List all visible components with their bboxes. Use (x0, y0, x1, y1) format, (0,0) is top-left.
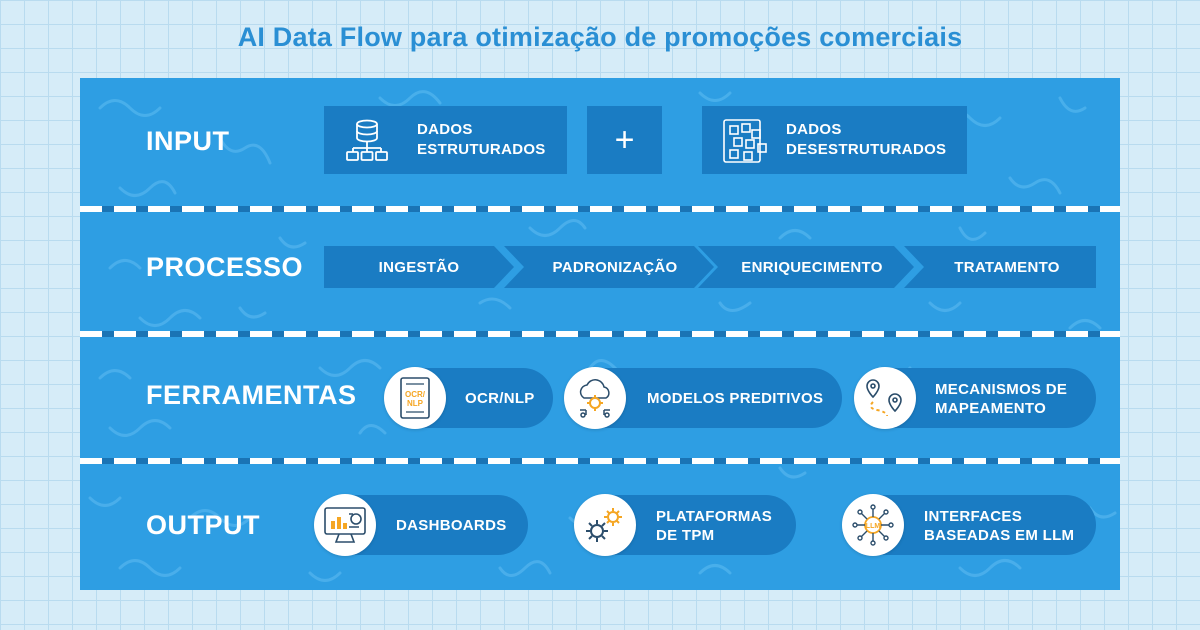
cloud-gear-icon (564, 367, 626, 429)
tool-mapping-engines-line1: MECANISMOS DE (935, 381, 1068, 398)
flow-panel: INPUT DADOS ESTRUTURADOS + (80, 78, 1120, 590)
input-unstructured-data: DADOS DESESTRUTURADOS (702, 106, 967, 174)
process-step-tratamento: TRATAMENTO (904, 246, 1096, 288)
output-llm-interfaces-line2: BASEADAS EM LLM (924, 527, 1075, 544)
output-tpm-platforms-line2: DE TPM (656, 527, 715, 544)
row-separator (80, 331, 1120, 337)
monitor-chart-icon (314, 494, 376, 556)
row-label-input: INPUT (146, 126, 230, 156)
row-label-processo: PROCESSO (146, 252, 304, 282)
input-unstructured-line1: DADOS (786, 121, 842, 138)
tool-predictive-models-label: MODELOS PREDITIVOS (647, 390, 824, 407)
input-structured-line1: DADOS (417, 121, 473, 138)
svg-text:LLM: LLM (866, 523, 881, 530)
tool-ocr-nlp-label: OCR/NLP (465, 390, 535, 407)
scattered-blocks-icon (722, 118, 768, 169)
process-step-padronizacao: PADRONIZAÇÃO (504, 246, 714, 288)
gears-icon (574, 494, 636, 556)
row-label-ferramentas: FERRAMENTAS (146, 380, 357, 410)
tool-mapping-engines-line2: MAPEAMENTO (935, 400, 1047, 417)
ocr-document-icon: OCR/ NLP (384, 367, 446, 429)
database-icon (344, 118, 390, 169)
row-separator (80, 458, 1120, 464)
output-tpm-platforms-line1: PLATAFORMAS (656, 508, 773, 525)
llm-circuit-icon: LLM (842, 494, 904, 556)
input-structured-data: DADOS ESTRUTURADOS (324, 106, 567, 174)
input-unstructured-line2: DESESTRUTURADOS (786, 141, 947, 158)
svg-text:OCR/: OCR/ (405, 390, 426, 399)
process-step-enriquecimento: ENRIQUECIMENTO (698, 246, 914, 288)
plus-symbol: + (587, 106, 662, 174)
svg-text:NLP: NLP (407, 399, 424, 408)
row-separator (80, 206, 1120, 212)
output-dashboards-label: DASHBOARDS (396, 517, 507, 534)
process-step-ingestao: INGESTÃO (324, 246, 514, 288)
page-title: AI Data Flow para otimização de promoçõe… (237, 22, 963, 52)
output-llm-interfaces-line1: INTERFACES (924, 508, 1023, 525)
input-structured-line2: ESTRUTURADOS (417, 141, 546, 158)
map-pins-icon (854, 367, 916, 429)
row-label-output: OUTPUT (146, 510, 260, 540)
